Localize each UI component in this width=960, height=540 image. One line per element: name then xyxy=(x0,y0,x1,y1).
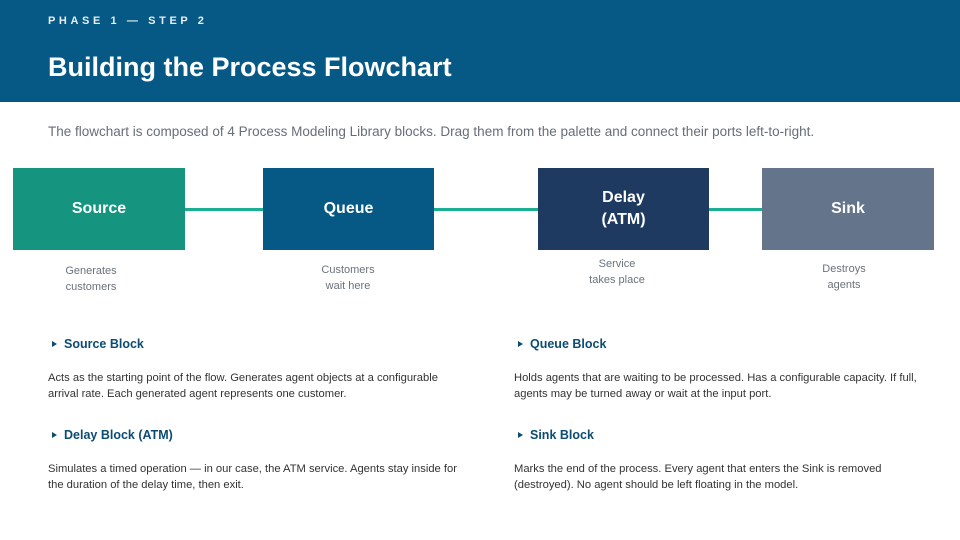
intro-text: The flowchart is composed of 4 Process M… xyxy=(48,124,815,139)
connector-queue-delay xyxy=(434,208,538,211)
triangle-bullet-icon xyxy=(518,432,523,438)
connector-delay-sink xyxy=(709,208,762,211)
delay-detail-text: Simulates a timed operation — in our cas… xyxy=(48,463,457,491)
detail-heading-text: Sink Block xyxy=(530,428,594,442)
delay-atm-block[interactable]: Delay (ATM) xyxy=(538,168,709,250)
triangle-bullet-icon xyxy=(52,432,57,438)
source-caption: Generates customers xyxy=(65,265,117,293)
source-detail-text: Acts as the starting point of the flow. … xyxy=(48,372,438,400)
delay-detail-heading: Delay Block (ATM) xyxy=(52,428,173,442)
delay-caption: Service takes place xyxy=(589,258,645,286)
triangle-bullet-icon xyxy=(518,341,523,347)
header-banner: PHASE 1 — STEP 2 Building the Process Fl… xyxy=(0,0,960,102)
source-detail-heading: Source Block xyxy=(52,337,144,351)
queue-caption: Customers wait here xyxy=(321,264,375,292)
source-block[interactable]: Source xyxy=(13,168,185,250)
detail-heading-text: Delay Block (ATM) xyxy=(64,428,173,442)
page-title: Building the Process Flowchart xyxy=(48,52,452,82)
detail-heading-text: Source Block xyxy=(64,337,144,351)
triangle-bullet-icon xyxy=(52,341,57,347)
sink-detail-heading: Sink Block xyxy=(518,428,594,442)
phase-step-label: PHASE 1 — STEP 2 xyxy=(48,15,208,27)
queue-block[interactable]: Queue xyxy=(263,168,434,250)
queue-detail-heading: Queue Block xyxy=(518,337,606,351)
sink-caption: Destroys agents xyxy=(822,263,866,291)
detail-heading-text: Queue Block xyxy=(530,337,607,351)
queue-detail-text: Holds agents that are waiting to be proc… xyxy=(514,372,917,400)
sink-block[interactable]: Sink xyxy=(762,168,934,250)
connector-source-queue xyxy=(185,208,263,211)
sink-detail-text: Marks the end of the process. Every agen… xyxy=(514,463,882,491)
